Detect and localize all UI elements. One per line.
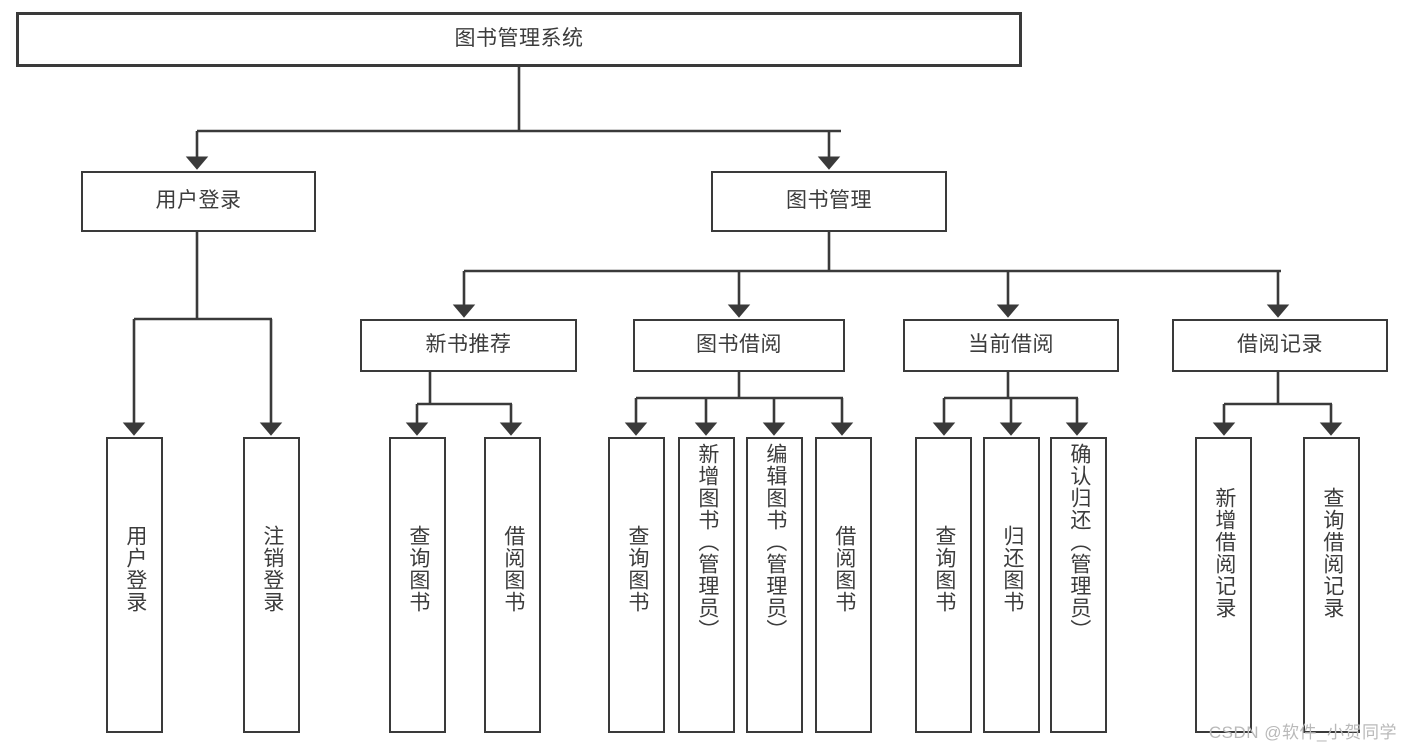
node-leaf-return-books-label: 归还图书: [1000, 525, 1024, 613]
node-leaf-logout[interactable]: 注销登录: [243, 437, 300, 733]
node-new-book-recommend-label: 新书推荐: [425, 333, 512, 357]
node-book-management-label: 图书管理: [786, 189, 872, 213]
node-borrow-record-label: 借阅记录: [1237, 333, 1323, 357]
node-leaf-query-borrow-record[interactable]: 查询借阅记录: [1303, 437, 1360, 733]
node-leaf-logout-label: 注销登录: [260, 525, 284, 613]
node-leaf-add-book-admin[interactable]: 新增图书（管理员）: [678, 437, 735, 733]
node-leaf-add-borrow-record[interactable]: 新增借阅记录: [1195, 437, 1252, 733]
node-leaf-edit-book-admin-label: 编辑图书（管理员）: [763, 443, 787, 641]
node-current-borrow[interactable]: 当前借阅: [903, 319, 1119, 372]
node-new-book-recommend[interactable]: 新书推荐: [360, 319, 577, 372]
node-borrow-record[interactable]: 借阅记录: [1172, 319, 1388, 372]
node-leaf-current-query-books-label: 查询图书: [932, 525, 956, 613]
node-leaf-borrow-books-label: 借阅图书: [832, 525, 856, 613]
node-leaf-user-login-label: 用户登录: [123, 525, 147, 613]
node-leaf-borrow-query-books-label: 查询图书: [625, 525, 649, 613]
node-leaf-borrow-books[interactable]: 借阅图书: [815, 437, 872, 733]
node-book-borrow[interactable]: 图书借阅: [633, 319, 845, 372]
node-leaf-newbook-query-books-label: 查询图书: [406, 525, 430, 613]
node-book-management[interactable]: 图书管理: [711, 171, 947, 232]
node-leaf-current-query-books[interactable]: 查询图书: [915, 437, 972, 733]
node-leaf-newbook-borrow-books-label: 借阅图书: [501, 525, 525, 613]
node-leaf-return-books[interactable]: 归还图书: [983, 437, 1040, 733]
node-leaf-newbook-query-books[interactable]: 查询图书: [389, 437, 446, 733]
node-leaf-user-login[interactable]: 用户登录: [106, 437, 163, 733]
node-user-login-label: 用户登录: [155, 189, 242, 213]
node-leaf-add-book-admin-label: 新增图书（管理员）: [695, 443, 719, 641]
node-user-login[interactable]: 用户登录: [81, 171, 316, 232]
node-leaf-confirm-return-admin-label: 确认归还（管理员）: [1067, 443, 1091, 641]
node-leaf-borrow-query-books[interactable]: 查询图书: [608, 437, 665, 733]
node-leaf-edit-book-admin[interactable]: 编辑图书（管理员）: [746, 437, 803, 733]
node-leaf-newbook-borrow-books[interactable]: 借阅图书: [484, 437, 541, 733]
node-leaf-confirm-return-admin[interactable]: 确认归还（管理员）: [1050, 437, 1107, 733]
node-root-book-management-system[interactable]: 图书管理系统: [16, 12, 1022, 67]
node-book-borrow-label: 图书借阅: [696, 333, 782, 357]
csdn-watermark: CSDN @软件_小贺同学: [1208, 723, 1397, 742]
node-leaf-query-borrow-record-label: 查询借阅记录: [1320, 487, 1344, 619]
node-leaf-add-borrow-record-label: 新增借阅记录: [1212, 487, 1236, 619]
node-current-borrow-label: 当前借阅: [968, 333, 1054, 357]
node-root-label: 图书管理系统: [454, 27, 584, 51]
